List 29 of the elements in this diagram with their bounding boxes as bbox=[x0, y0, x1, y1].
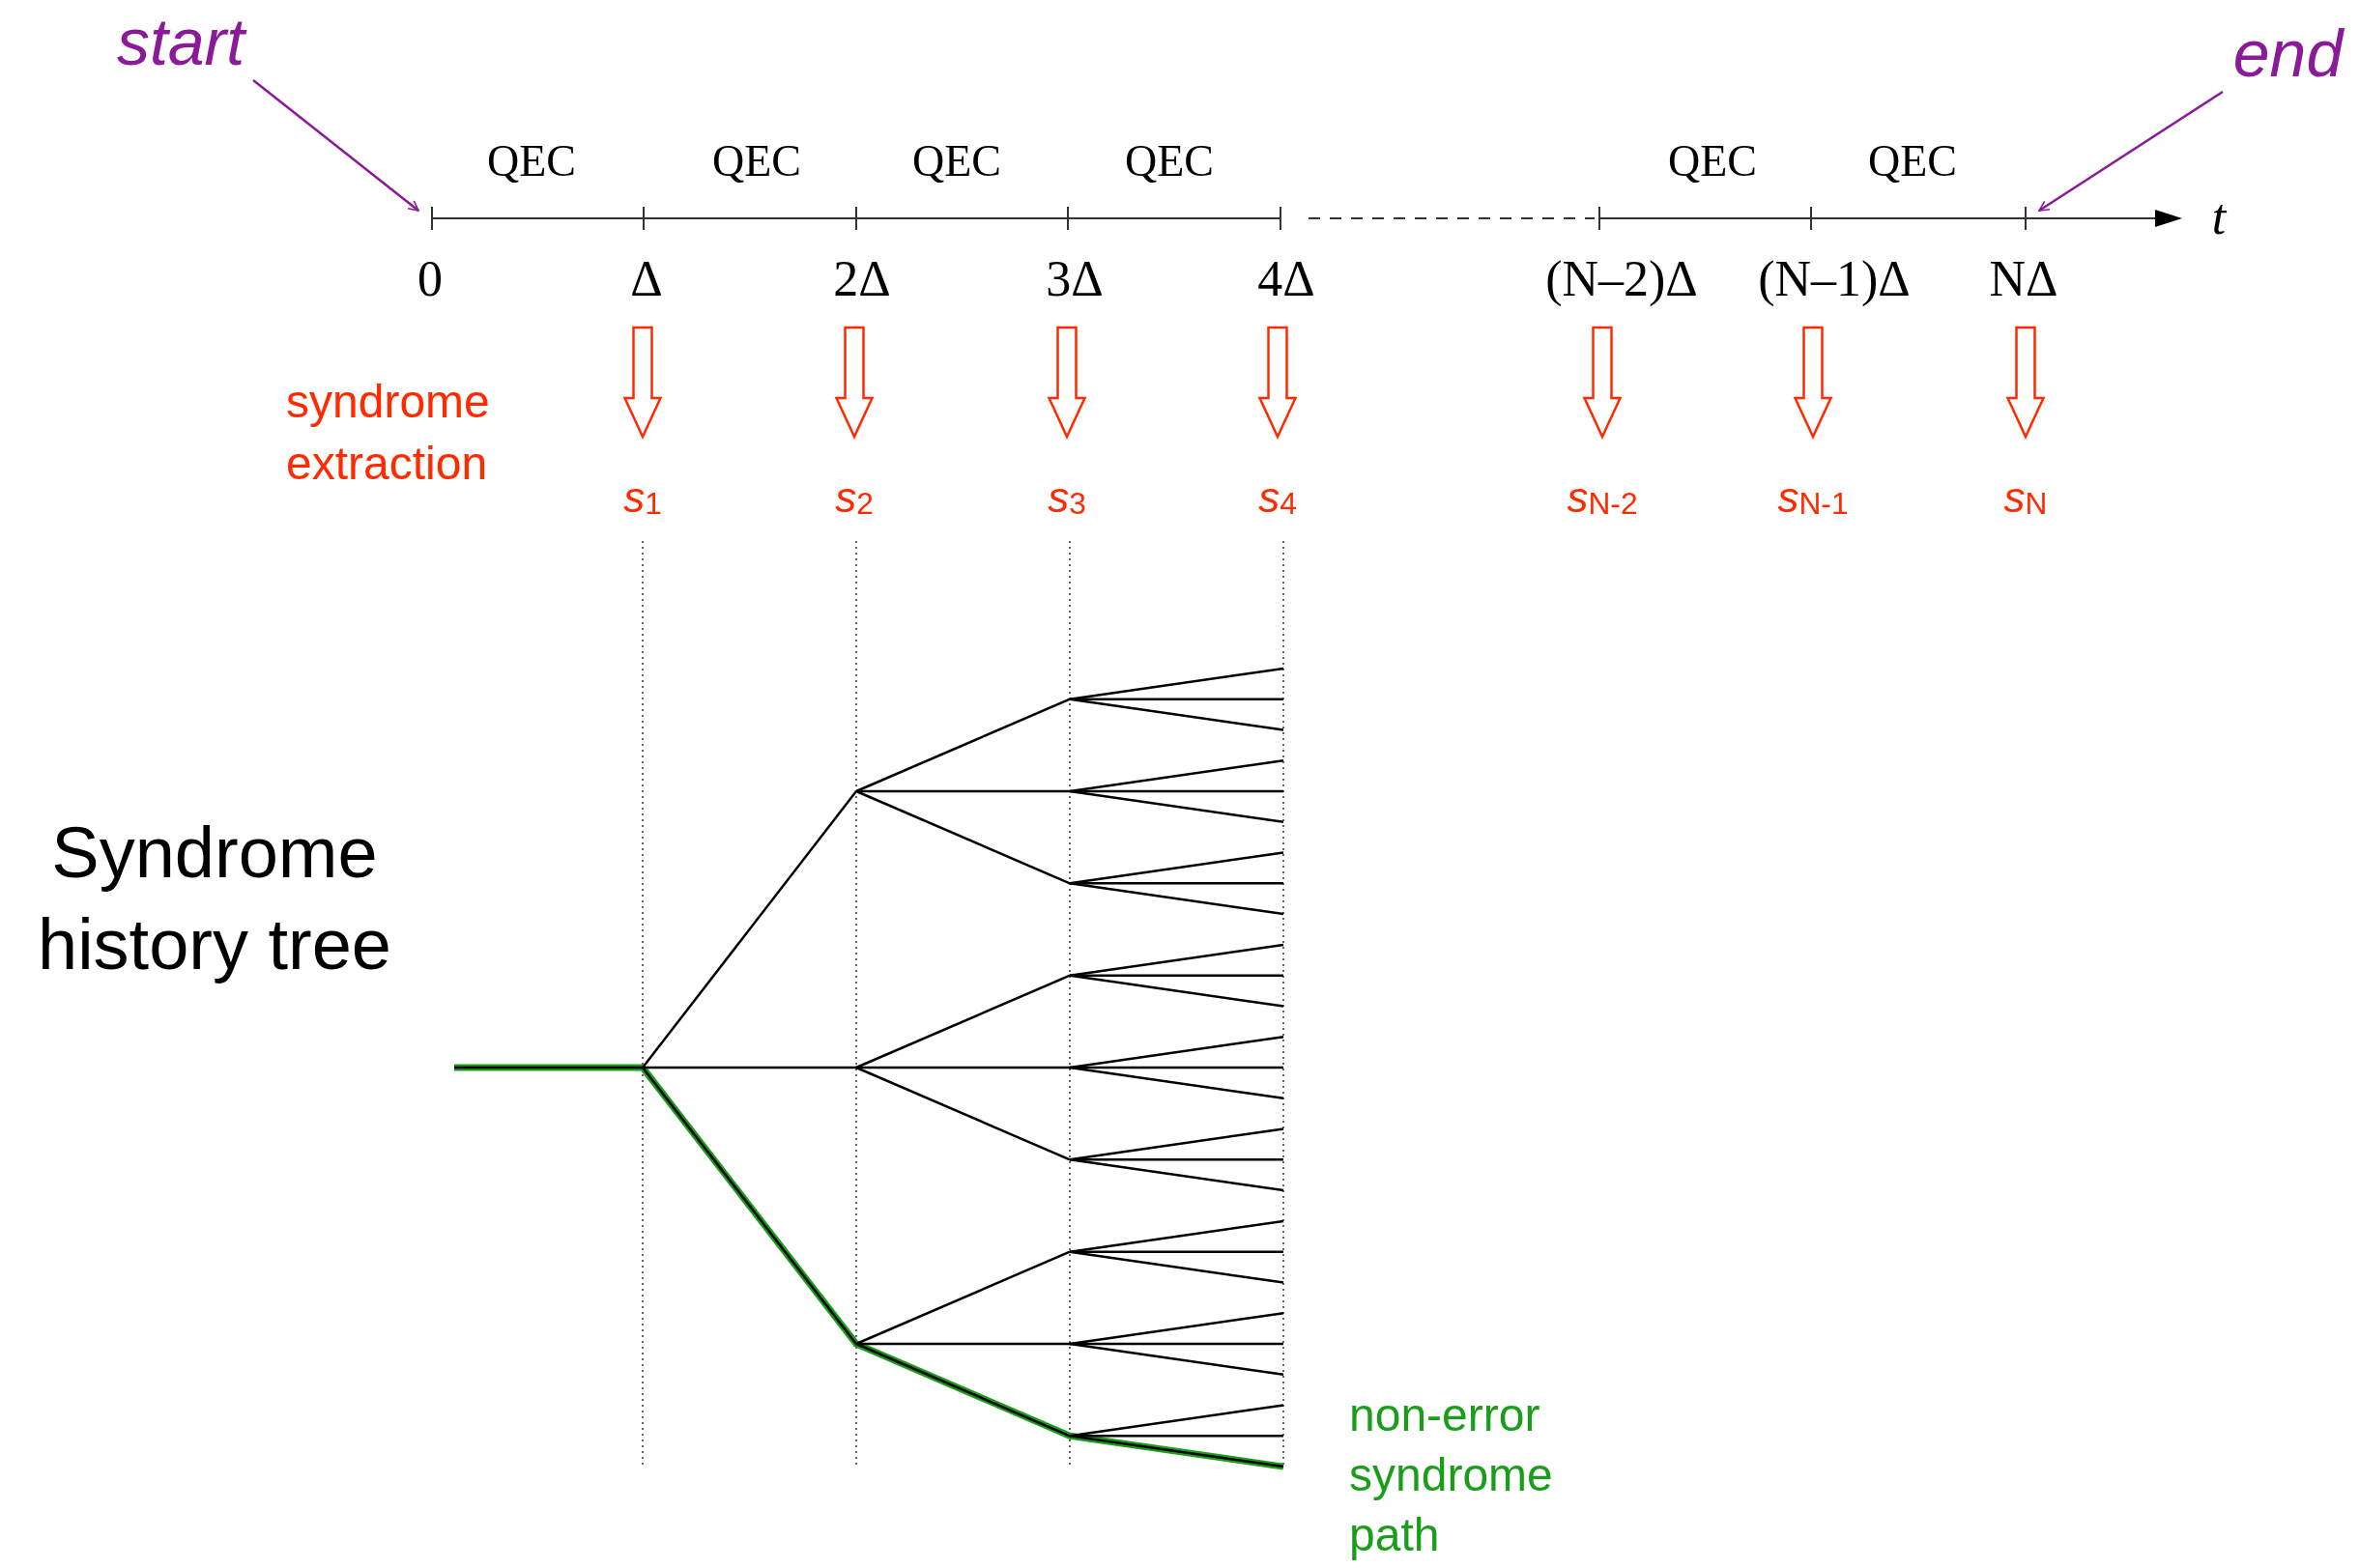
leader-arrow bbox=[2038, 90, 2224, 213]
interval-label: QEC bbox=[1867, 135, 1958, 187]
tick-label: 4Δ bbox=[1257, 253, 1315, 306]
interval-label: QEC bbox=[1124, 135, 1215, 187]
tick-label: 0 bbox=[417, 253, 443, 306]
block-arrow bbox=[2005, 326, 2046, 440]
tree-title: Syndrome history tree bbox=[37, 812, 392, 986]
block-arrow bbox=[1582, 326, 1623, 440]
annotation-label: start bbox=[116, 8, 245, 77]
interval-label: QEC bbox=[1667, 135, 1758, 187]
block-arrow bbox=[1793, 326, 1833, 440]
axis-label: t bbox=[2210, 189, 2228, 245]
block-arrow bbox=[622, 326, 663, 440]
step-label: syndrome extraction bbox=[286, 375, 491, 491]
tick-label: 2Δ bbox=[833, 253, 891, 306]
block-arrow bbox=[1257, 326, 1298, 440]
interval-label: QEC bbox=[711, 135, 802, 187]
interval-label: QEC bbox=[486, 135, 577, 187]
leader-arrow bbox=[252, 79, 419, 212]
tick-label: (N–2)Δ bbox=[1545, 253, 1698, 306]
tick-label: NΔ bbox=[1989, 253, 2058, 306]
interval-label: QEC bbox=[911, 135, 1002, 187]
annotation-label: end bbox=[2232, 19, 2344, 89]
path-label: non-error syndrome path bbox=[1349, 1388, 1554, 1562]
tick-label: Δ bbox=[630, 253, 663, 306]
block-arrow bbox=[834, 326, 875, 440]
tick-label: 3Δ bbox=[1046, 253, 1104, 306]
tick-label: (N–1)Δ bbox=[1758, 253, 1911, 306]
block-arrow bbox=[1047, 326, 1087, 440]
